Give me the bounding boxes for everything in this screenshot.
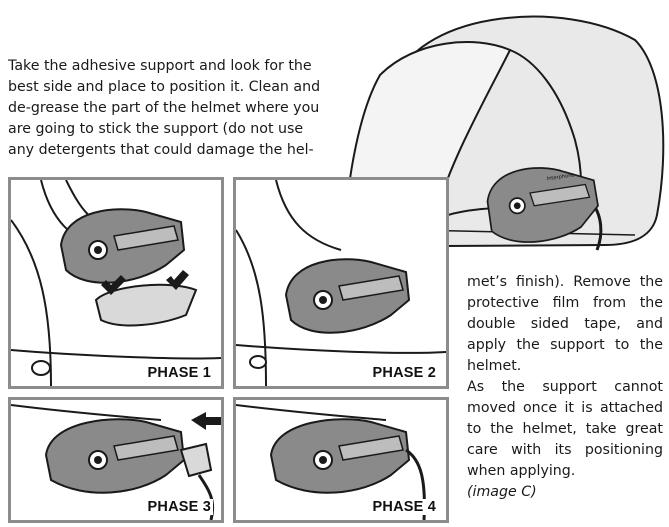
phase-3-label: PHASE 3	[145, 499, 213, 515]
intro-line: any detergents that could damage the hel…	[8, 142, 314, 158]
outro-line: apply the support to the	[467, 337, 663, 353]
intro-line: best side and place to position it. Clea…	[8, 79, 321, 95]
outro-line: to the helmet, take great	[467, 421, 663, 437]
phase-3-illustration	[11, 404, 221, 520]
outro-line: met’s finish). Remove the	[467, 274, 663, 290]
outro-line: when applying.	[467, 463, 576, 479]
helmet-illustration: Interphone	[343, 15, 665, 251]
outro-line: protective film from the	[467, 295, 663, 311]
outro-paragraph: met’s finish). Remove the protective fil…	[467, 272, 663, 503]
intro-line: de-grease the part of the helmet where y…	[8, 100, 320, 116]
image-caption: (image C)	[467, 484, 537, 500]
intercom-device: Interphone	[486, 167, 599, 243]
intro-line: are going to stick the support (do not u…	[8, 121, 304, 137]
phase-1-panel: PHASE 1	[8, 177, 224, 389]
outro-line: As the support cannot	[467, 379, 663, 395]
phase-2-label: PHASE 2	[370, 365, 438, 381]
phase-2-panel: PHASE 2	[233, 177, 449, 389]
phase-2-illustration	[236, 180, 446, 386]
outro-line: double sided tape, and	[467, 316, 663, 332]
outro-line: care with its positioning	[467, 442, 663, 458]
phase-1-label: PHASE 1	[145, 365, 213, 381]
intro-line: Take the adhesive support and look for t…	[8, 58, 312, 74]
intro-paragraph: Take the adhesive support and look for t…	[8, 56, 330, 161]
phase-1-illustration	[11, 180, 221, 386]
phase-4-label: PHASE 4	[370, 499, 438, 515]
phase-4-panel: PHASE 4	[233, 397, 449, 523]
phase-3-panel: PHASE 3	[8, 397, 224, 523]
device-brand: Interphone	[546, 172, 574, 182]
outro-line: helmet.	[467, 358, 522, 374]
phase-4-illustration	[236, 404, 426, 520]
outro-line: moved once it is attached	[467, 400, 663, 416]
